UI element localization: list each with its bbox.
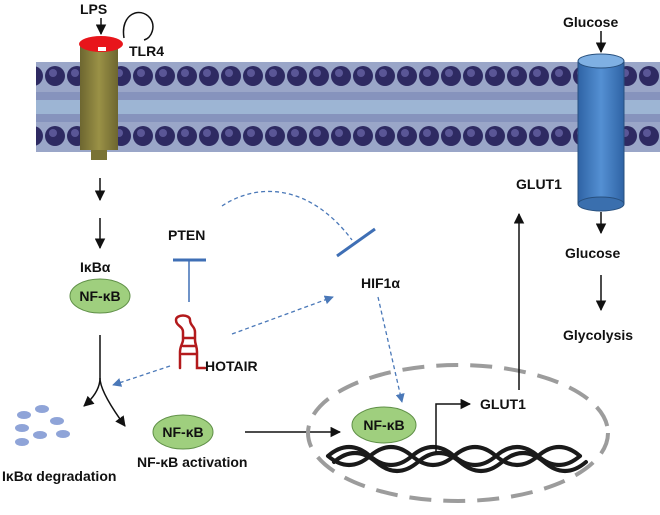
nucleus-boundary [306, 363, 610, 503]
hotair-rna-hairpin [174, 314, 207, 370]
tlr4-label: TLR4 [129, 43, 164, 59]
hif1a-to-nucleus-arrow [377, 296, 405, 403]
tlr4-curve-line [122, 11, 154, 41]
glut1-membrane-label: GLUT1 [516, 176, 562, 192]
pten-label: PTEN [168, 227, 205, 243]
tlr4-receptor [79, 36, 123, 160]
lps-label: LPS [80, 1, 107, 17]
transcription-start-arrow [435, 398, 472, 452]
lps-binding-cap [79, 36, 123, 52]
nfkb-active-label: NF-κB [162, 424, 203, 440]
pten-to-hif1a-dashed-line [221, 190, 353, 241]
nfkb-nucleus-label: NF-κB [363, 417, 404, 433]
glycolysis-label: Glycolysis [563, 327, 633, 343]
ikba-label: IκBα [80, 259, 111, 275]
hotair-to-ikba-arrow [112, 365, 171, 387]
dna-double-helix [326, 445, 588, 473]
glut1-transporter [577, 53, 625, 212]
hif1a-label: HIF1α [361, 275, 400, 291]
ikba-degradation-fragments [15, 405, 70, 446]
hotair-label: HOTAIR [205, 358, 258, 374]
ikba-degradation-label: IκBα degradation [2, 468, 116, 484]
glucose-bottom-label: Glucose [565, 245, 620, 261]
nfkb-active-ellipse [152, 414, 214, 450]
degradation-branch-arrow [83, 335, 101, 407]
nfkb-nucleus-ellipse [351, 406, 417, 444]
nfkb-activation-label: NF-κB activation [137, 454, 247, 470]
activation-branch-arrow [99, 377, 126, 427]
hotair-to-hif1a-arrow [231, 295, 334, 335]
nfkb-complex-label: NF-κB [79, 288, 120, 304]
glucose-top-label: Glucose [563, 14, 618, 30]
cell-membrane [36, 62, 660, 152]
glut1-gene-label: GLUT1 [480, 396, 526, 412]
hif1a-inhibition-bar [336, 227, 376, 258]
nfkb-complex-ellipse [69, 278, 131, 314]
